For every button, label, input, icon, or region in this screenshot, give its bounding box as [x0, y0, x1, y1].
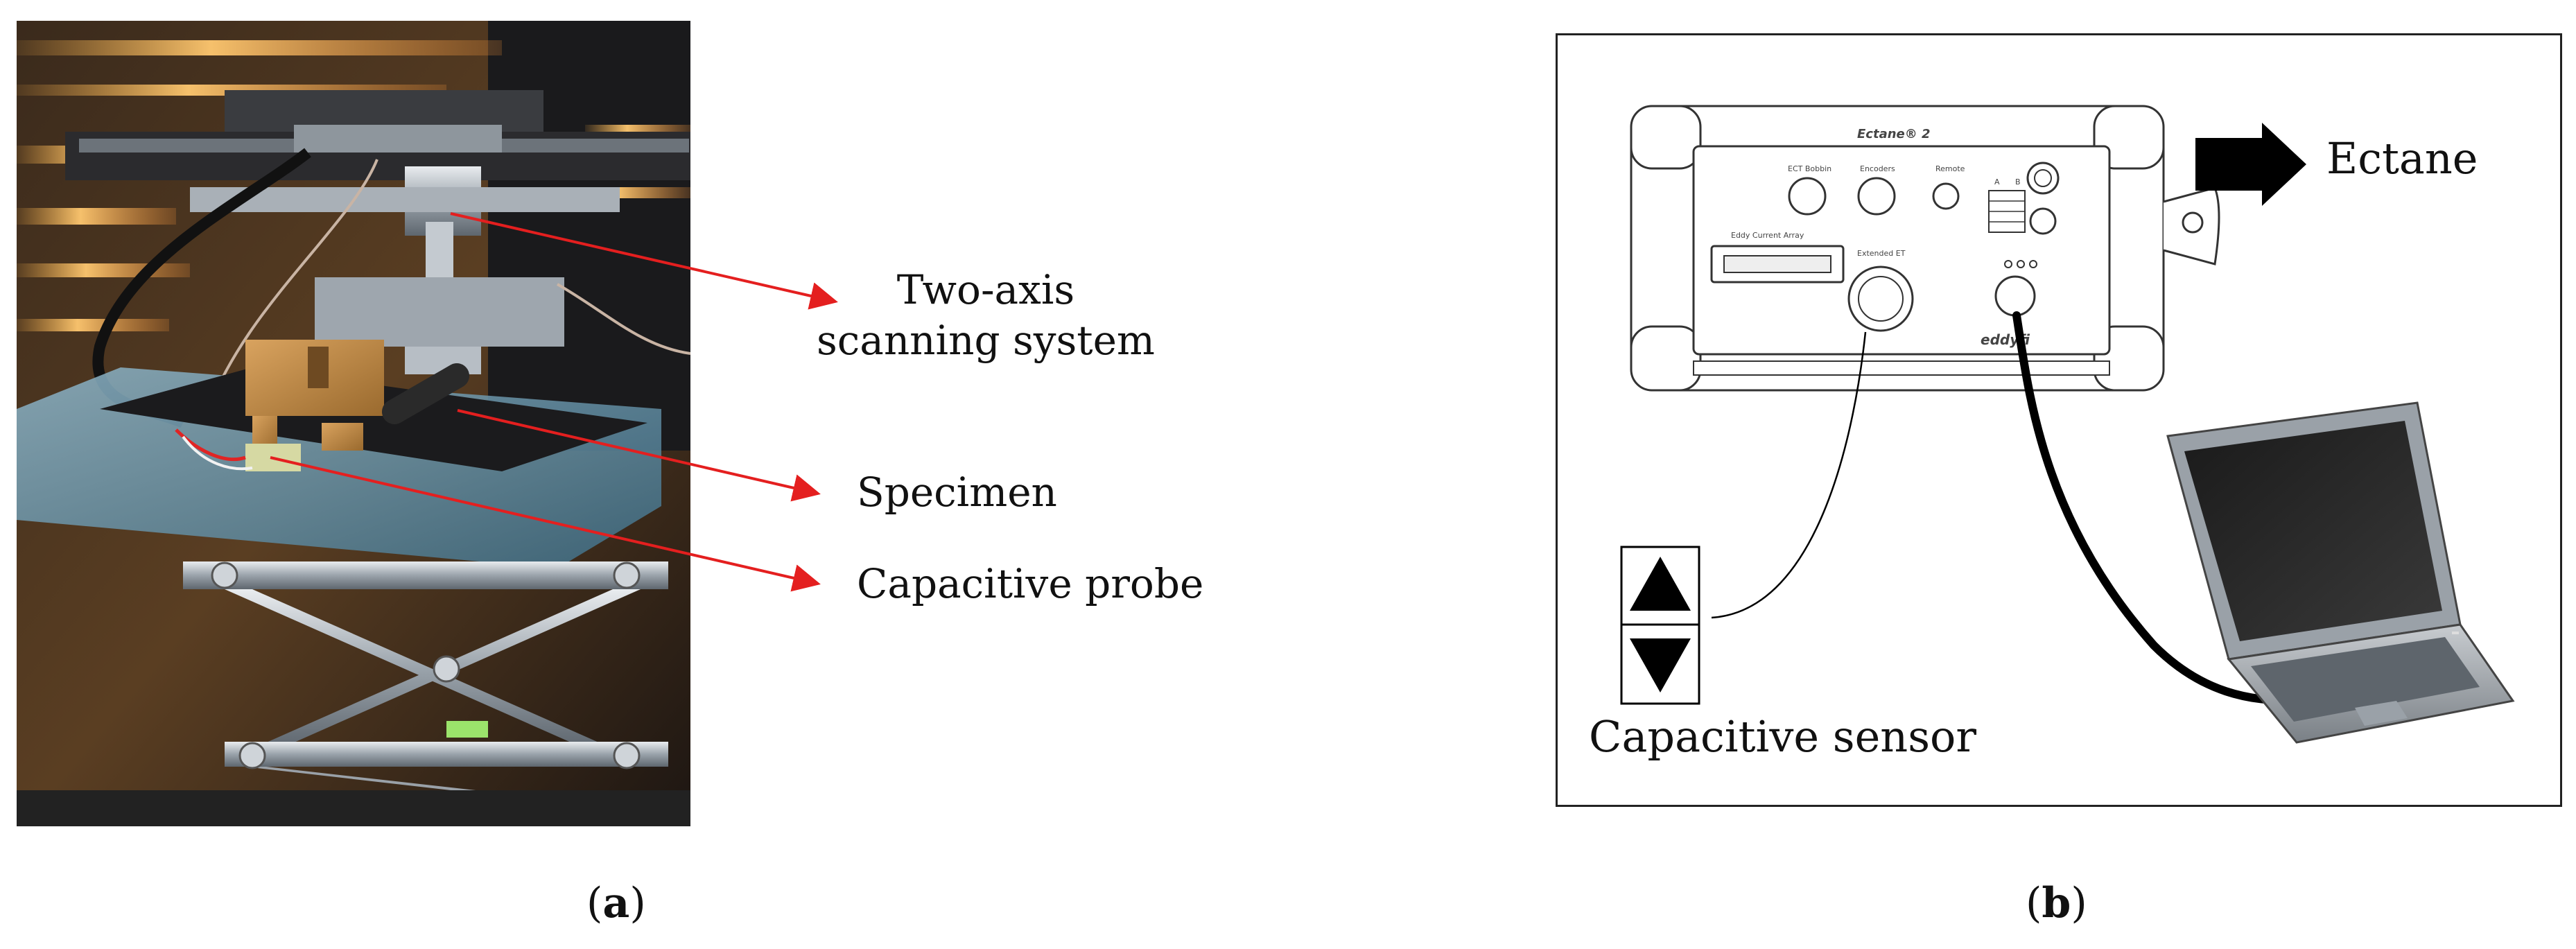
ectane-schematic: Ectane® 2 ECT Bobbin Encoders Remote Edd…: [1620, 105, 2515, 744]
label-specimen: Specimen: [857, 469, 1057, 516]
panel-b-frame: Ectane® 2 ECT Bobbin Encoders Remote Edd…: [1556, 33, 2562, 807]
label-capacitive-sensor: Capacitive sensor: [1589, 711, 1976, 762]
port-label-eddy-current-array: Eddy Current Array: [1731, 231, 1804, 240]
port-label-ect-bobbin: ECT Bobbin: [1788, 164, 1831, 173]
led-label-b: B: [2015, 177, 2021, 186]
arrow-down-icon: [1630, 638, 1691, 693]
label-capacitive-probe: Capacitive probe: [857, 560, 1204, 607]
caption-a: (a): [586, 879, 646, 928]
port-label-remote: Remote: [1935, 164, 1965, 173]
label-two-axis-scanning-system: Two-axis scanning system: [817, 266, 1155, 364]
sensor-cable: [1711, 331, 1867, 619]
panel-a-photo: [17, 21, 691, 826]
device-brand: Ectane® 2: [1857, 127, 1931, 141]
arrow-specimen: [457, 409, 821, 502]
label-ectane: Ectane: [2326, 133, 2478, 184]
arrow-capacitive-probe: [270, 456, 821, 592]
port-label-extended-et: Extended ET: [1857, 249, 1906, 258]
scanner-photo-illustration: [17, 21, 691, 826]
port-label-encoders: Encoders: [1860, 164, 1895, 173]
led-label-a: A: [1994, 177, 2000, 186]
capacitive-sensor-icon: [1620, 546, 1700, 705]
caption-b: (b): [2026, 879, 2087, 928]
ectane-arrow: [2195, 123, 2306, 206]
laptop-cable: [2012, 311, 2298, 705]
laptop-icon: [2166, 401, 2515, 744]
arrow-scanning-system: [450, 212, 838, 310]
arrow-up-icon: [1630, 557, 1691, 611]
ectane-device: Ectane® 2 ECT Bobbin Encoders Remote Edd…: [1630, 105, 2220, 392]
